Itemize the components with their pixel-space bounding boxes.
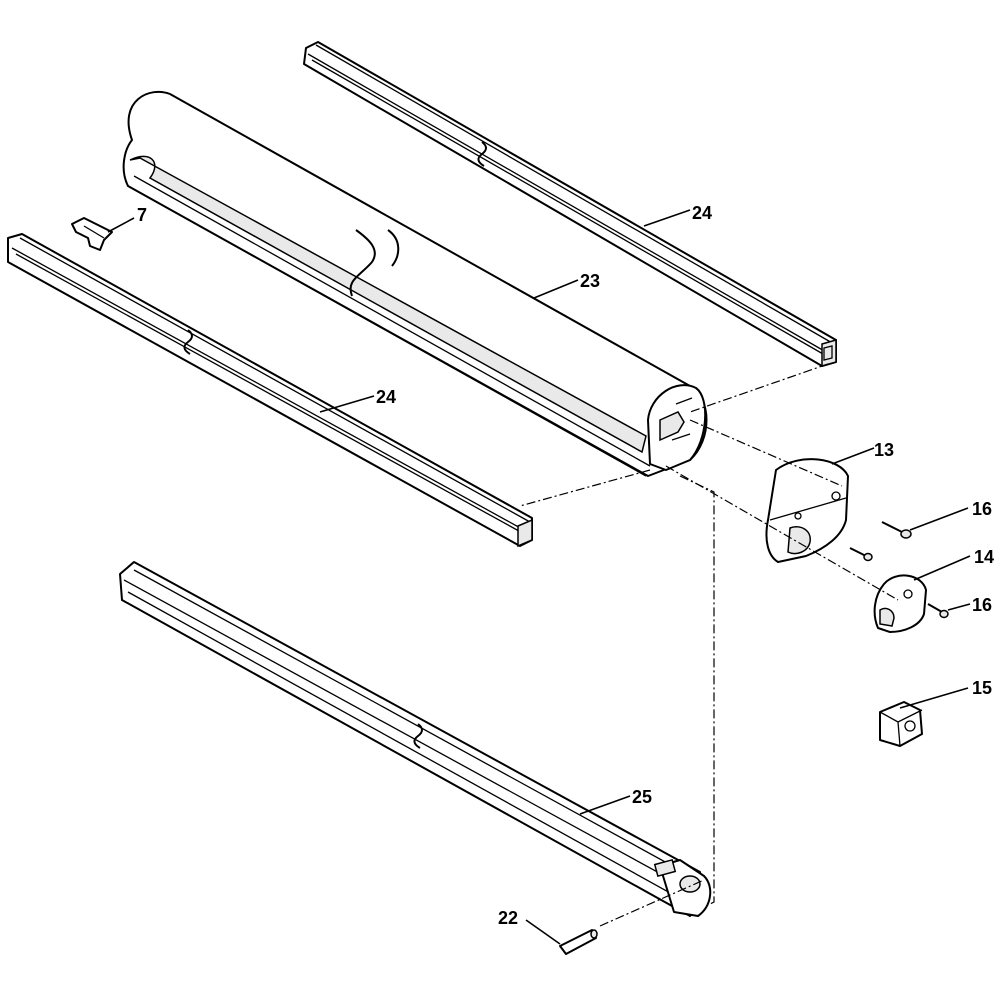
part-label-25: 25 — [632, 787, 652, 807]
leader-lines — [107, 209, 971, 945]
part-label-24-upper: 24 — [692, 203, 712, 223]
block-15 — [879, 701, 923, 747]
part-label-13: 13 — [874, 440, 894, 460]
screw-16-middle — [849, 547, 873, 562]
pin-22 — [559, 929, 598, 955]
part-label-16-lower: 16 — [972, 595, 992, 615]
part-label-23: 23 — [580, 271, 600, 291]
bar-25 — [119, 561, 712, 917]
end-cap-13 — [765, 458, 849, 563]
rail-24-lower — [7, 233, 533, 548]
assembly-lines — [519, 363, 899, 927]
screw-16-lower — [927, 603, 949, 619]
tube-23 — [122, 90, 708, 477]
part-label-22: 22 — [498, 908, 518, 928]
clip-7 — [71, 217, 113, 251]
rail-24-upper — [303, 41, 837, 367]
part-label-14: 14 — [974, 547, 994, 567]
part-label-15: 15 — [972, 678, 992, 698]
part-label-16-upper: 16 — [972, 499, 992, 519]
part-label-24-lower: 24 — [376, 387, 396, 407]
part-label-7: 7 — [137, 205, 147, 225]
screw-16-upper — [881, 521, 912, 539]
cap-14 — [873, 574, 927, 633]
